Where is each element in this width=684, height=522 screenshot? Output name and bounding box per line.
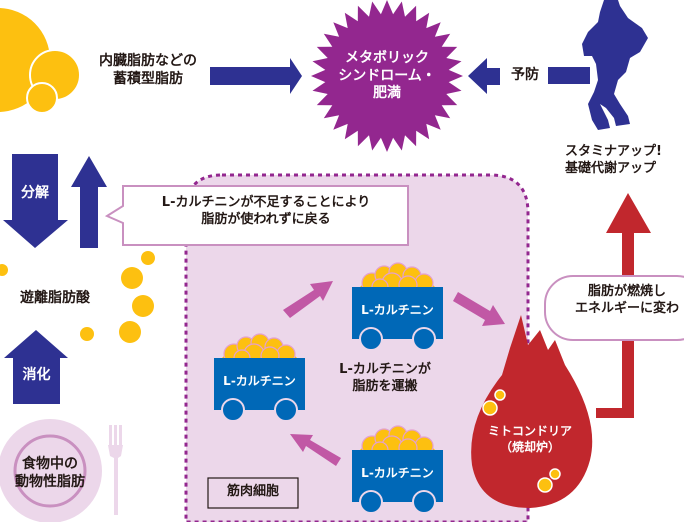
carnitine-cart (352, 262, 443, 351)
cart-label: L-カルチニン (361, 466, 434, 480)
return-up-arrow (71, 156, 107, 248)
arrow-to-syndrome (210, 58, 302, 94)
cart-wheel (412, 490, 436, 514)
carnitine-cart (352, 425, 443, 514)
free-fatty-acid-label: 遊離脂肪酸 (20, 290, 90, 306)
digest-label: 消化 (22, 367, 51, 383)
cart-wheel (412, 327, 436, 351)
food-fat-label: 食物中の 動物性脂肪 (15, 456, 85, 491)
arrow-cart2-to-mito (453, 292, 505, 326)
prevention-arrow-tail (548, 67, 590, 84)
fatty-acid-globules (0, 251, 155, 343)
cart-label: L-カルチニン (223, 374, 296, 388)
fork-icon (108, 425, 123, 515)
running-person-silhouette (582, 0, 648, 130)
cart-wheel (221, 398, 245, 422)
deficiency-note: L-カルチニンが不足することにより 脂肪が使われずに戻る (161, 195, 371, 227)
prevention-label: 予防 (511, 67, 539, 83)
stamina-label: スタミナアップ! 基礎代謝アップ (565, 144, 662, 176)
cart-wheel (359, 327, 383, 351)
arrow-cart1-to-cart2 (283, 281, 333, 318)
mitochondria-flame (471, 315, 593, 508)
cart-wheel (274, 398, 298, 422)
muscle-cell-region (184, 173, 530, 522)
arrow-cart3-to-cart1 (290, 434, 341, 466)
burn-note: 脂肪が燃焼し エネルギーに変わ (574, 284, 679, 316)
syndrome-label: メタボリック シンドローム・ 肥満 (338, 50, 436, 101)
burn-bubble (544, 275, 684, 341)
carry-note: L-カルチニンが 脂肪を運搬 (339, 362, 431, 394)
plate-icon (0, 419, 102, 522)
cart-label: L-カルチニン (361, 303, 434, 317)
prevention-arrow-head (468, 58, 500, 94)
carnitine-cart (214, 333, 305, 422)
syndrome-starburst (311, 0, 463, 152)
visceral-fat-label: 内臓脂肪などの 蓄積型脂肪 (99, 53, 197, 88)
muscle-cell-label: 筋肉細胞 (226, 484, 279, 499)
process-arrows (283, 281, 505, 466)
cell-label-box (207, 477, 299, 509)
mitochondria-fat-globules (482, 389, 561, 493)
fat-globules-top-left (0, 8, 81, 114)
decompose-label: 分解 (21, 185, 49, 201)
decompose-arrow (3, 154, 68, 248)
cart-wheel (359, 490, 383, 514)
digest-arrow (4, 330, 68, 404)
deficiency-bubble (104, 185, 409, 246)
mitochondria-label: ミトコンドリア （焼却炉） (487, 424, 572, 454)
